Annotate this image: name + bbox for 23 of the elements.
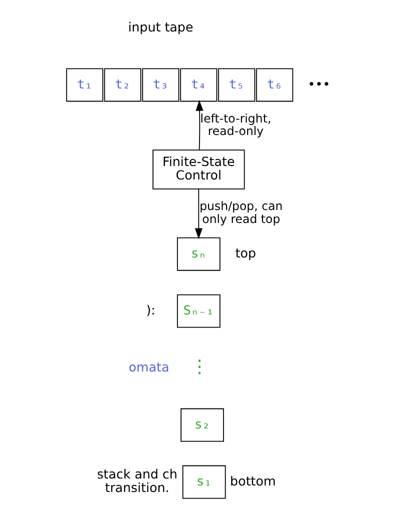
node-box: t₃ <box>142 68 180 102</box>
node-box: Finite-State Control <box>152 150 245 190</box>
label: ••• <box>308 76 330 92</box>
label: stack and ch transition. <box>96 466 178 496</box>
label: omata <box>128 359 170 374</box>
node-box: sₙ <box>176 237 220 271</box>
node-box: s₂ <box>180 408 224 442</box>
arrow <box>194 188 202 240</box>
label: ): <box>146 302 156 318</box>
arrow <box>196 100 204 150</box>
node-box: Sₙ₋₁ <box>176 294 220 328</box>
edge-label: push/pop, can only read top <box>200 199 283 226</box>
node-box: s₁ <box>182 465 226 499</box>
node-box: t₆ <box>256 68 294 102</box>
node-box: t₁ <box>66 68 104 102</box>
label: input tape <box>128 19 194 34</box>
node-box: t₅ <box>218 68 256 102</box>
edge-label: left-to-right, read-only <box>200 111 272 138</box>
node-label: top <box>235 245 256 260</box>
node-box: t₂ <box>104 68 142 102</box>
label: ⋮ <box>190 356 209 378</box>
node-box: t₄ <box>180 68 218 102</box>
node-label: bottom <box>230 473 276 488</box>
